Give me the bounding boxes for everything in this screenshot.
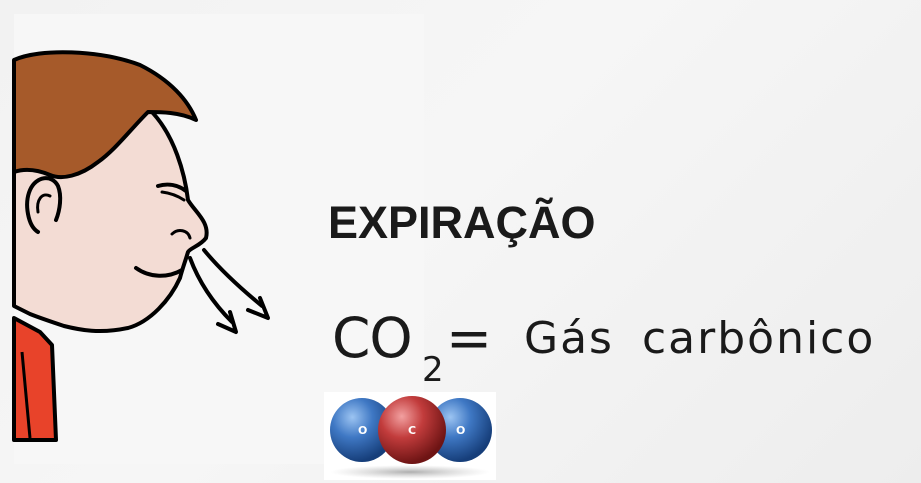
- hair-shape: [12, 50, 198, 180]
- breath-arrows: [188, 248, 270, 334]
- formula-subscript: 2: [422, 350, 444, 390]
- atom-label-carbon: C: [408, 424, 416, 437]
- mouth-line: [134, 266, 184, 278]
- atom-oxygen-left: [330, 398, 394, 462]
- atom-oxygen-right: [428, 398, 492, 462]
- atom-label-oxygen-right: O: [456, 424, 465, 437]
- co2-molecule-icon: O C O: [330, 396, 492, 479]
- gas-name: Gás carbônico: [524, 313, 876, 364]
- co2-molecule-image: O C O: [324, 392, 496, 480]
- atom-carbon: [378, 396, 446, 464]
- shirt-shape: [12, 316, 58, 442]
- formula-equals: =: [446, 306, 493, 370]
- person-exhaling-icon: [12, 50, 270, 442]
- ear-shape: [25, 176, 63, 234]
- eye-line: [156, 182, 188, 193]
- formula-base: CO: [332, 306, 413, 370]
- slide-title: EXPIRAÇÃO: [328, 197, 596, 248]
- person-exhaling-illustration: [0, 0, 430, 483]
- molecule-shadow: [330, 465, 490, 479]
- nose-line: [170, 229, 192, 240]
- atom-label-oxygen-left: O: [358, 424, 367, 437]
